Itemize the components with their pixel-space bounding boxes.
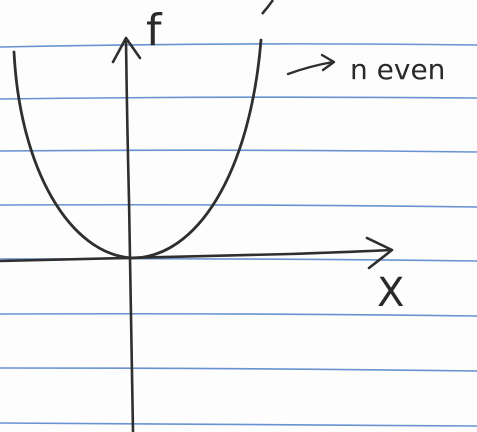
x-axis-label: X [377,270,404,316]
ruled-line [0,422,477,427]
x-axis [0,236,394,270]
ruled-line [0,367,477,372]
y-axis [111,36,142,432]
annotation-arrow [286,53,336,76]
x-axis-arrowhead [365,236,394,270]
stray-pen-mark [261,0,275,15]
annotation-arrow-head [320,53,336,72]
y-axis-line [124,39,135,432]
annotation-arrow-shaft [286,60,335,76]
annotation-label: n even [350,53,445,86]
y-axis-arrowhead [111,36,142,64]
ruled-line [0,312,477,317]
ruled-line [0,203,477,208]
x-axis-line [0,248,393,263]
ruled-line [0,43,477,48]
parabola-curve [12,38,263,260]
ruled-line [0,96,477,100]
y-axis-label: f [146,5,163,56]
